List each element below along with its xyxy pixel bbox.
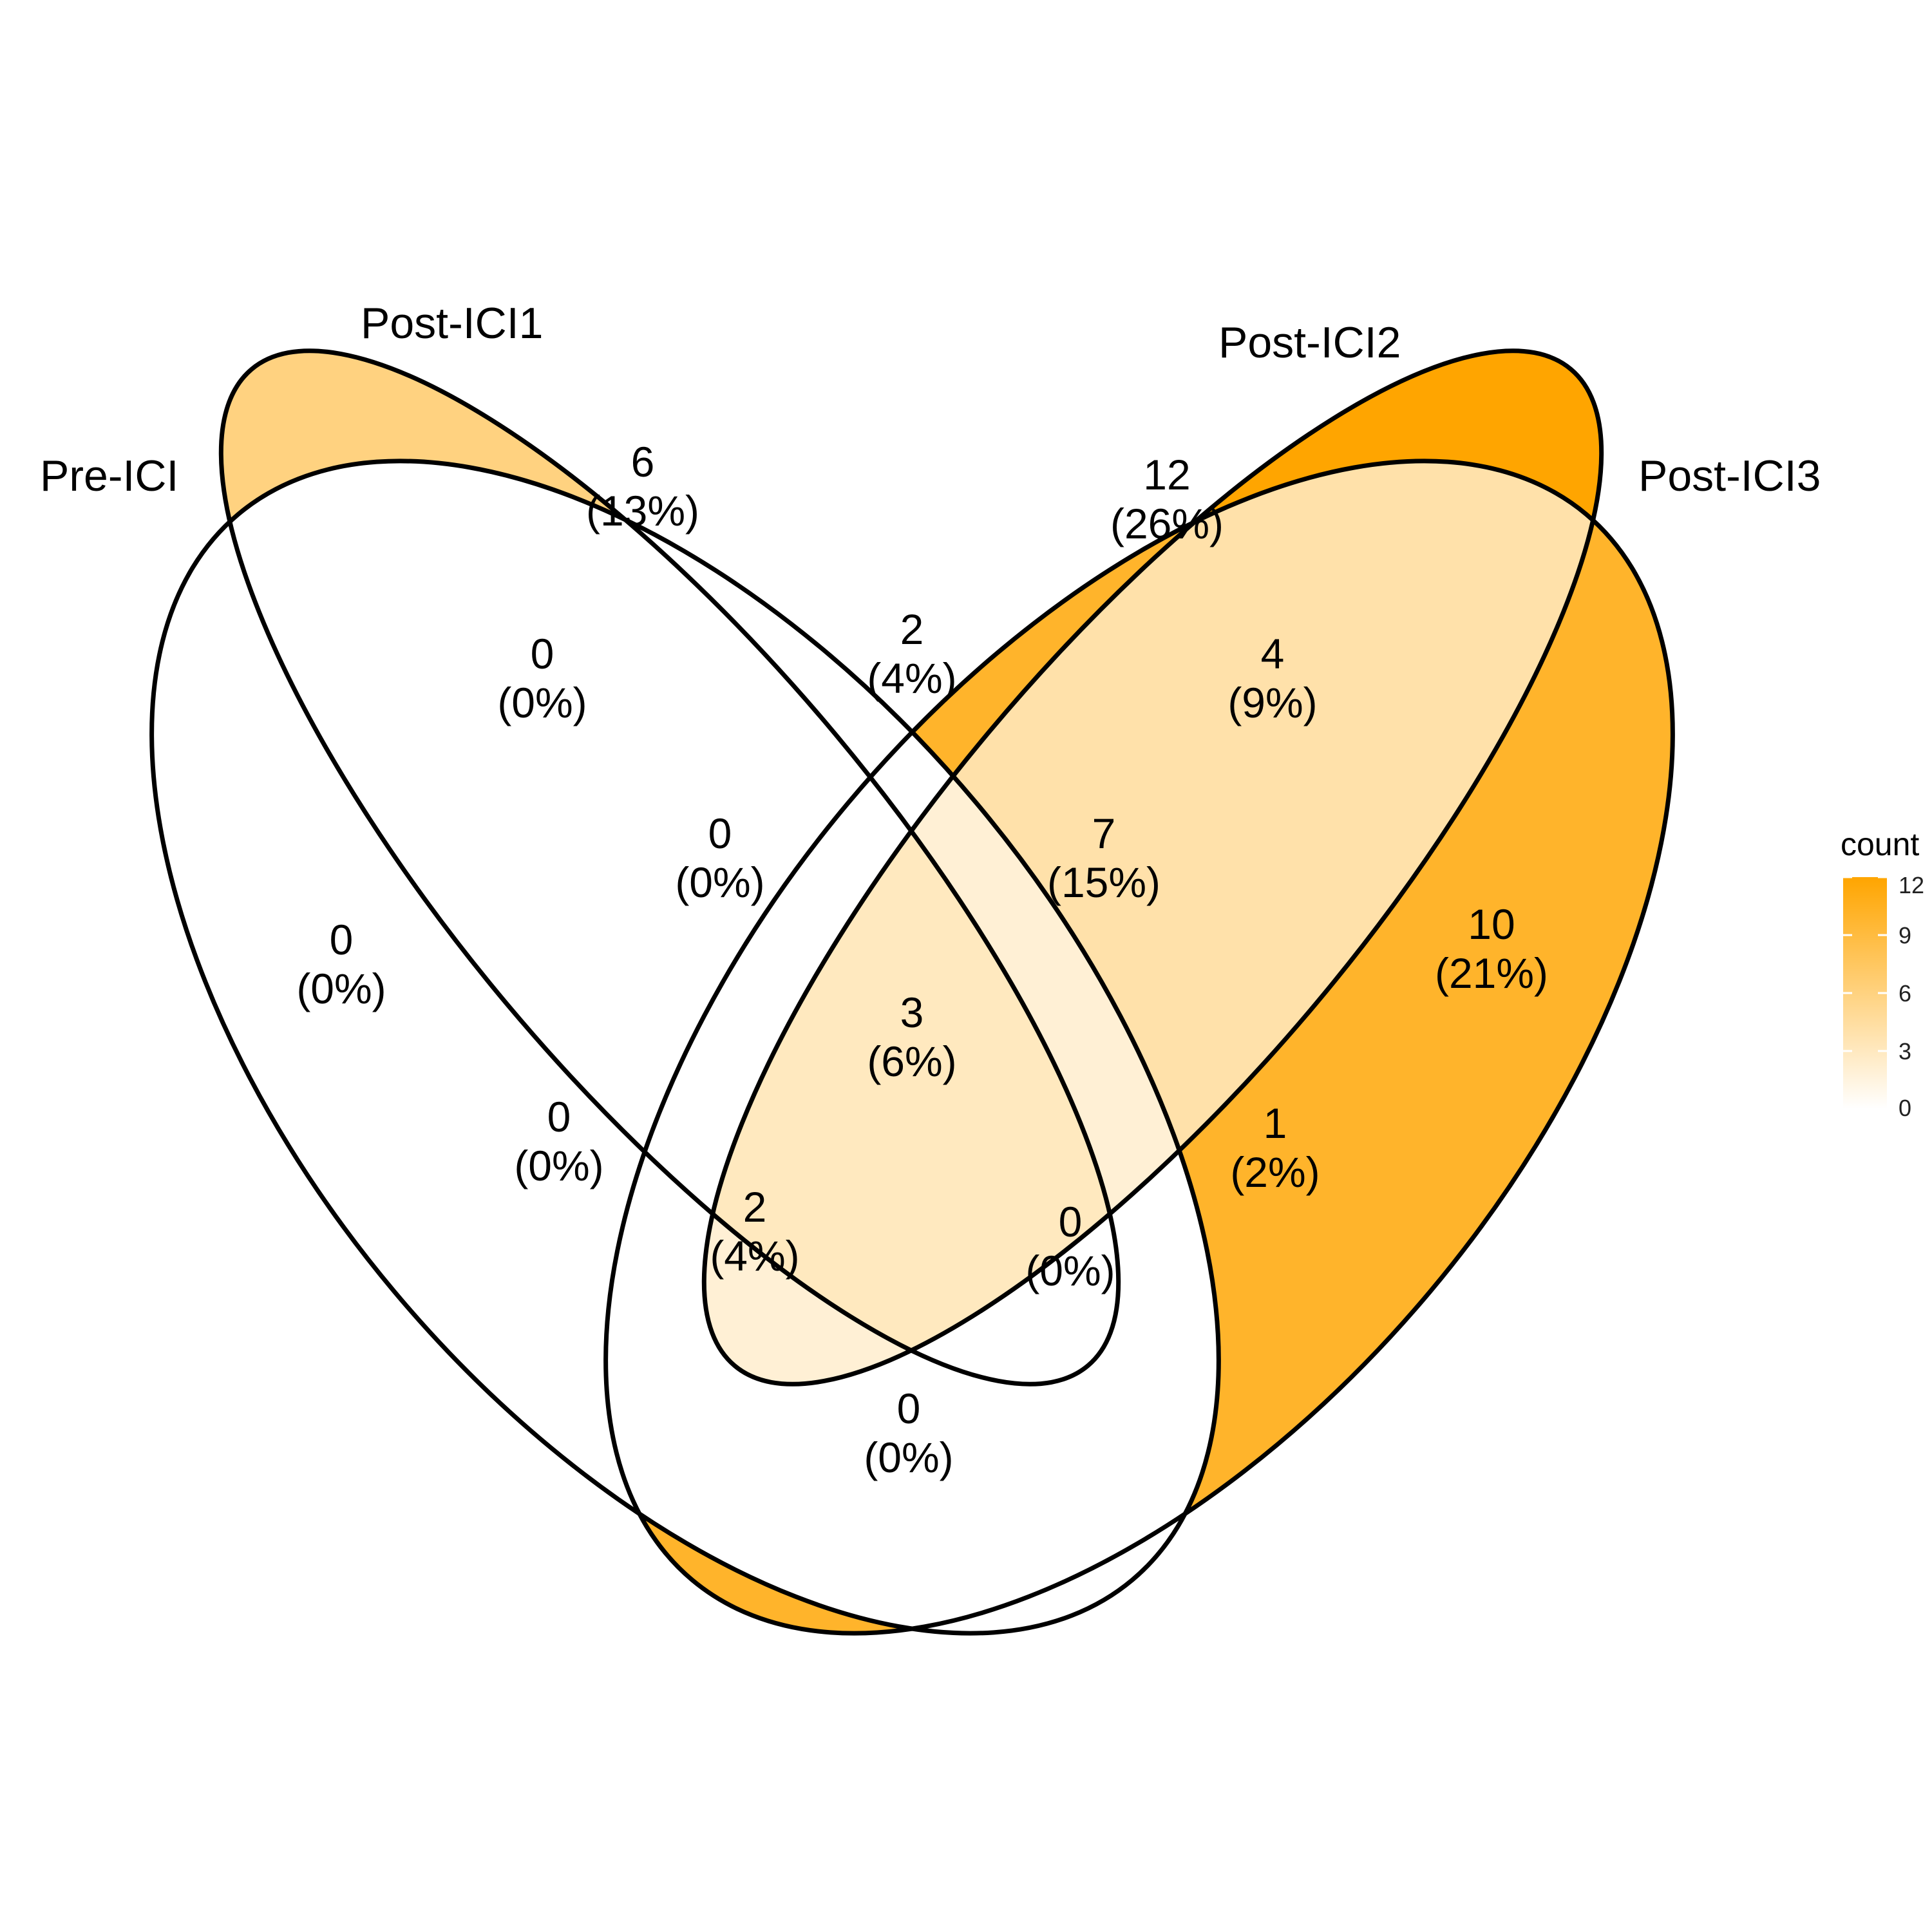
ellipse-2 — [218, 348, 1121, 1387]
region-percent: (4%) — [710, 1232, 799, 1280]
region-count: 0 — [531, 630, 554, 677]
region-count: 2 — [743, 1183, 767, 1231]
region-percent: (0%) — [296, 965, 386, 1012]
region-labels: 0(0%)6(13%)12(26%)10(21%)0(0%)2(4%)4(9%)… — [296, 438, 1548, 1481]
legend-ticks: 12 9 6 3 0 — [1843, 872, 1924, 1121]
region-count: 0 — [1059, 1198, 1083, 1245]
region-percent: (4%) — [867, 654, 956, 702]
set-label-post-ici3: Post-ICI3 — [1638, 451, 1821, 500]
region-count: 2 — [900, 605, 924, 653]
color-legend: count 12 9 6 3 0 — [1841, 826, 1924, 1121]
region-percent: (6%) — [867, 1037, 956, 1085]
set-label-post-ici2: Post-ICI2 — [1218, 318, 1401, 367]
legend-tick-label: 0 — [1899, 1095, 1911, 1121]
region-count: 10 — [1468, 900, 1515, 948]
region-count: 4 — [1261, 630, 1285, 677]
region-percent: (15%) — [1047, 858, 1160, 906]
legend-title: count — [1841, 826, 1919, 862]
region-percent: (0%) — [1025, 1247, 1115, 1294]
legend-tick-label: 3 — [1899, 1038, 1911, 1065]
region-count: 6 — [631, 438, 655, 486]
region-percent: (0%) — [675, 858, 764, 906]
region-percent: (2%) — [1230, 1148, 1320, 1196]
region-percent: (0%) — [864, 1434, 953, 1481]
region-count: 7 — [1092, 810, 1116, 857]
region-count: 0 — [330, 916, 354, 963]
ellipse-3 — [701, 348, 1604, 1387]
region-percent: (21%) — [1435, 949, 1548, 997]
legend-tick-label: 12 — [1899, 872, 1924, 898]
ellipse-1 — [149, 459, 1221, 1636]
region-percent: (13%) — [586, 487, 699, 535]
region-count: 0 — [708, 810, 732, 857]
set-label-post-ici1: Post-ICI1 — [361, 299, 543, 348]
region-count: 1 — [1264, 1099, 1287, 1147]
region-percent: (9%) — [1227, 679, 1317, 726]
region-percent: (26%) — [1110, 500, 1224, 547]
legend-tick-label: 6 — [1899, 980, 1911, 1007]
set-outlines — [149, 348, 1675, 1636]
region-count: 0 — [547, 1093, 571, 1141]
region-percent: (0%) — [514, 1142, 603, 1189]
set-label-pre-ici: Pre-ICI — [40, 451, 178, 500]
region-count: 12 — [1143, 451, 1190, 498]
legend-tick-label: 9 — [1899, 922, 1911, 949]
region-count: 3 — [900, 989, 924, 1036]
region-percent: (0%) — [497, 679, 587, 726]
region-count: 0 — [897, 1385, 921, 1432]
ellipse-4 — [603, 459, 1675, 1636]
